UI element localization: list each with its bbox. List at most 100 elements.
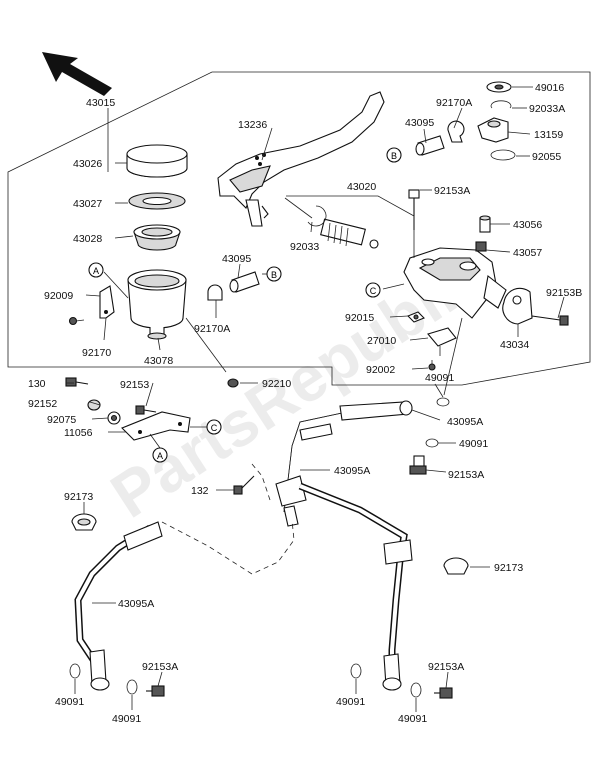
bleeder-valve [479,215,491,233]
label-43095-top: 43095 [405,117,434,129]
label-11056: 11056 [64,427,93,439]
piston-kit [320,218,379,249]
brake-hose-junction [275,475,307,527]
handlebar-clamp [502,287,533,325]
label-130: 130 [28,378,46,390]
label-92153A-br: 92153A [428,661,464,673]
leader-lines [66,86,565,712]
reservoir-bracket [99,285,115,319]
label-43056: 43056 [513,219,542,231]
washer-92210 [227,378,239,388]
label-92153A-top: 92153A [434,185,470,197]
banjo-bolt-92153A-mid [409,455,427,475]
label-43078: 43078 [144,355,173,367]
hose-43095A-upper [283,400,413,513]
label-43095A-a: 43095A [447,416,483,428]
bolt-130 [65,377,89,387]
reservoir-cap [126,144,188,178]
label-43095-mid: 43095 [222,253,251,265]
callout-a-top: A [88,262,104,278]
hose-clip-92173-right [443,557,469,575]
label-43034: 43034 [500,339,529,351]
master-cylinder-body [403,247,507,319]
label-43095A-c: 43095A [118,598,154,610]
washer-49091-bl1 [69,663,81,679]
assembly-boundary [7,71,591,386]
clamp-92170A-top [447,120,465,143]
svg-text:C: C [211,423,218,433]
hose-clip-92173-left [71,513,97,531]
label-92015: 92015 [345,312,374,324]
label-92153: 92153 [120,379,149,391]
callout-a-bottom: A [152,447,168,463]
label-92210: 92210 [262,378,291,390]
label-92002: 92002 [366,364,395,376]
reservoir-screw [68,316,85,326]
washer-49091-br1 [350,663,362,679]
label-92152: 92152 [28,398,57,410]
label-92153A-bl: 92153A [142,661,178,673]
label-43027: 43027 [73,198,102,210]
svg-text:B: B [391,151,397,161]
svg-text:B: B [271,270,277,280]
label-92170A-top: 92170A [436,97,472,109]
oring-92033A [490,100,512,109]
cap-49016 [486,81,512,93]
bolt-92153 [135,405,157,415]
label-43015: 43015 [86,97,115,109]
collar-92075 [107,411,121,425]
label-27010: 27010 [367,335,396,347]
diaphragm [133,224,181,251]
label-49091-a: 49091 [425,372,454,384]
label-92033A: 92033A [529,103,565,115]
label-49091-e: 49091 [336,696,365,708]
label-92170: 92170 [82,347,111,359]
label-13236: 13236 [238,119,267,131]
label-49091-f: 49091 [398,713,427,725]
circlip [307,205,327,227]
grommet-92152 [87,399,101,411]
label-132: 132 [191,485,209,497]
bolt-132 [233,475,255,495]
callout-c-mid: C [365,282,381,298]
fitting-13159 [477,117,509,143]
svg-text:A: A [157,451,163,461]
hose-43095A-left [74,521,163,691]
nut-92015 [407,311,425,323]
label-43057: 43057 [513,247,542,259]
callout-b-mid: B [266,266,282,282]
brake-lever [217,91,385,227]
bracket-11056 [121,411,191,441]
washer-49091-mid [425,438,439,448]
oring-92055 [490,149,516,161]
label-13159: 13159 [534,129,563,141]
label-43028: 43028 [73,233,102,245]
brake-light-switch [427,327,457,356]
bleeder-cap [475,241,487,252]
label-49091-d: 49091 [112,713,141,725]
label-43020: 43020 [347,181,376,193]
svg-text:A: A [93,266,99,276]
reservoir-hose [229,271,260,293]
label-92009: 92009 [44,290,73,302]
washer-49091-bl2 [126,679,138,695]
hose-43095A-right [298,482,413,691]
clamp-bolt [531,315,569,326]
banjo-bolt-92153A-bl [146,685,165,697]
label-49091-b: 49091 [459,438,488,450]
reservoir-tank [127,269,187,340]
routing-dashed-line [161,519,295,575]
label-92153B: 92153B [546,287,582,299]
label-92033: 92033 [290,241,319,253]
label-92153A-mid: 92153A [448,469,484,481]
label-92055: 92055 [532,151,561,163]
cap-plate [128,192,186,210]
label-43095A-b: 43095A [334,465,370,477]
callout-b-top: B [386,147,402,163]
label-92075: 92075 [47,414,76,426]
label-49091-c: 49091 [55,696,84,708]
hose-clamp-mid [207,284,223,301]
part-labels: 43015 13236 49016 92170A 92033A 43095 13… [28,82,582,725]
svg-text:C: C [370,286,377,296]
